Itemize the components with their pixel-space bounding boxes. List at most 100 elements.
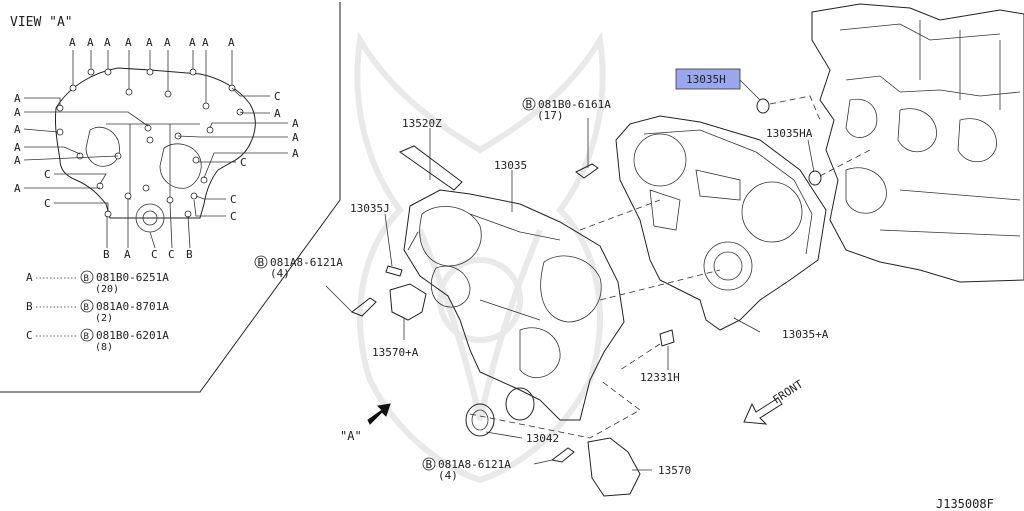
left-letter: C (44, 168, 51, 181)
bottom-letter: B (103, 248, 110, 261)
view-a-left-leaders (23, 97, 149, 212)
bolt-081b0-top (575, 163, 599, 179)
view-a-bottom-letters: B A C C B (103, 248, 193, 261)
bottom-letter: C (168, 248, 175, 261)
legend-qty: (20) (95, 284, 119, 295)
callout-bolt-081b0-6161a-qty: (17) (537, 109, 564, 122)
callout-13042: 13042 (526, 432, 559, 445)
left-letter: A (14, 92, 21, 105)
oil-seal-13042 (465, 387, 535, 437)
dowel-13035j (385, 265, 403, 277)
view-a-right-leaders (177, 87, 288, 217)
legend-key: C (26, 329, 33, 342)
bottom-letter: A (124, 248, 131, 261)
legend-part: 081B0-6251A (96, 271, 169, 284)
bottom-letter: C (151, 248, 158, 261)
callout-13520z: 13520Z (402, 117, 442, 130)
bolt-symbol: B (84, 303, 89, 313)
callout-bolt-081a8-6121a-bottom: 081A8-6121A (438, 458, 511, 471)
callout-bolt-081b0-6161a: 081B0-6161A (538, 98, 611, 111)
callout-13570a: 13570+A (372, 346, 419, 359)
gasket-13570 (587, 437, 641, 497)
front-timing-cover (403, 189, 625, 421)
bolt-symbol: B (258, 256, 265, 269)
view-a-bolt-dots (56, 68, 244, 218)
right-letter: A (292, 147, 299, 160)
view-a-frame (0, 2, 341, 393)
callout-bolt-081a8-6121a-left-qty: (4) (270, 267, 290, 280)
view-a-cover-outline (55, 67, 256, 233)
left-letter: A (14, 123, 21, 136)
top-letter: A (69, 36, 76, 49)
callout-13035a: 13035+A (782, 328, 829, 341)
bolt-symbol: B (526, 98, 533, 111)
top-letter: A (125, 36, 132, 49)
top-letter: A (228, 36, 235, 49)
right-letter: C (274, 90, 281, 103)
legend-qty: (2) (95, 313, 113, 324)
highlighted-part-13035h[interactable]: 13035H (675, 68, 741, 90)
legend-row-c: C B 081B0-6201A (8) (26, 328, 169, 353)
legend-row-b: B B 081A0-8701A (2) (26, 299, 169, 324)
bolt-symbol: B (426, 458, 433, 471)
rear-timing-cover (615, 115, 827, 331)
legend-row-a: A B 081B0-6251A (20) (26, 270, 169, 295)
callout-bolt-081a8-6121a-left: 081A8-6121A (270, 256, 343, 269)
view-a-arrow: "A" (340, 403, 391, 443)
right-letter: A (292, 131, 299, 144)
diagram-code: J135008F (936, 497, 994, 511)
front-direction-indicator: FRONT (743, 377, 806, 425)
right-letter: C (230, 193, 237, 206)
legend-key: A (26, 271, 33, 284)
callouts: 13520Z 13035 13035J 13035HA 13035+A 1357… (254, 97, 829, 482)
callout-13035ha: 13035HA (766, 127, 813, 140)
callout-12331h: 12331H (640, 371, 680, 384)
alignment-lines (469, 95, 871, 439)
front-label: FRONT (771, 377, 806, 406)
gasket-13570a (389, 283, 427, 321)
bottom-letter: B (186, 248, 193, 261)
bolt-081a8-left (351, 297, 377, 317)
view-a-right-letters: C A A A C A C C (230, 90, 299, 223)
view-a-top-letters: A A A A A A A A A (69, 36, 235, 49)
callout-13035: 13035 (494, 159, 527, 172)
top-letter: A (87, 36, 94, 49)
right-letter: A (292, 117, 299, 130)
top-letter: A (164, 36, 171, 49)
bolt-081a8-bottom (550, 447, 575, 463)
dowel-12331h (659, 329, 675, 347)
legend-part: 081A0-8701A (96, 300, 169, 313)
top-letter: A (104, 36, 111, 49)
callout-leaders (325, 79, 815, 471)
engine-block (811, 3, 1024, 283)
view-a-marker-label: "A" (340, 429, 362, 443)
left-letter: C (44, 197, 51, 210)
top-letter: A (189, 36, 196, 49)
legend-part: 081B0-6201A (96, 329, 169, 342)
right-letter: A (274, 107, 281, 120)
top-letter: A (146, 36, 153, 49)
right-letter: C (230, 210, 237, 223)
callout-bolt-081a8-6121a-bottom-qty: (4) (438, 469, 458, 482)
left-letter: A (14, 141, 21, 154)
legend-key: B (26, 300, 33, 313)
legend-qty: (8) (95, 342, 113, 353)
view-a-label: VIEW "A" (10, 15, 73, 30)
o-ring-13035ha (808, 170, 822, 186)
callout-13570: 13570 (658, 464, 691, 477)
bolt-symbol: B (84, 332, 89, 342)
left-letter: A (14, 182, 21, 195)
top-letter: A (202, 36, 209, 49)
fastener-legend: A B 081B0-6251A (20) B B 081A0-8701A (2)… (26, 270, 169, 353)
view-a-top-leaders (72, 50, 233, 104)
bolt-symbol: B (84, 274, 89, 284)
callout-13035j: 13035J (350, 202, 390, 215)
left-letter: A (14, 106, 21, 119)
o-ring-13035h (756, 98, 770, 114)
view-a-bottom-leaders (106, 198, 191, 249)
view-a-left-letters: A A A A A C A C (14, 92, 51, 210)
dipstick-13520z (398, 145, 463, 191)
left-letter: A (14, 154, 21, 167)
callout-13035h[interactable]: 13035H (686, 73, 726, 86)
